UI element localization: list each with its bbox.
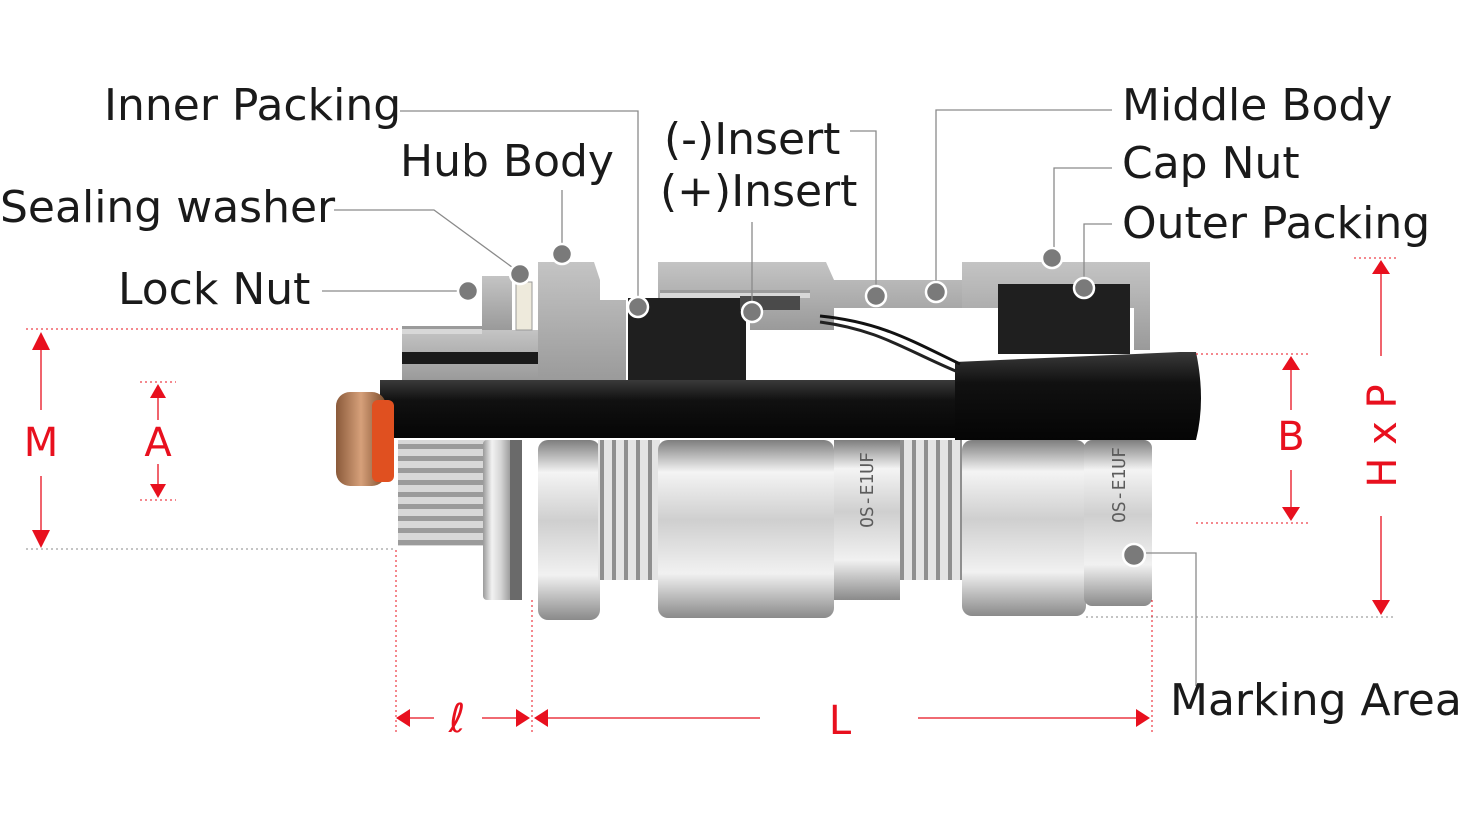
dim-l-large-label: L — [829, 698, 852, 744]
label-hub-body: Hub Body — [400, 136, 614, 187]
dim-hxp-label: H x P — [1360, 384, 1406, 487]
dim-a-label: A — [144, 420, 172, 466]
callout-dot-inner-packing — [626, 295, 650, 319]
dim-m-label: M — [24, 420, 59, 466]
callout-dot-minus-insert — [864, 284, 888, 308]
cap-nut — [962, 440, 1086, 616]
leader-inner-packing — [400, 110, 639, 300]
dim-l-small-arrow-right — [516, 709, 530, 727]
dim-b-arrow-bottom — [1282, 507, 1300, 521]
spigot-thread-top — [402, 326, 482, 334]
leader-cap-nut — [1053, 167, 1112, 256]
callout-dots — [456, 242, 1147, 568]
leader-outer-packing — [1083, 223, 1112, 286]
callout-dot-hub-body — [550, 242, 574, 266]
hub-thread — [598, 440, 660, 580]
callout-dot-cap-nut — [1040, 246, 1064, 270]
middle-thread — [660, 290, 810, 298]
leader-marking-area — [1136, 552, 1197, 686]
callout-dot-plus-insert — [740, 300, 764, 324]
label-plus-insert: (+)Insert — [660, 166, 857, 217]
middle-body-section — [658, 262, 1000, 330]
conductor-insulation — [372, 400, 394, 482]
dim-l-small-label: ℓ — [448, 696, 466, 742]
gland-section — [336, 262, 1201, 486]
lock-nut — [483, 440, 513, 600]
cable-jacket — [955, 352, 1201, 440]
dim-l-small-arrow-left — [396, 709, 410, 727]
callout-dot-marking-area — [1121, 542, 1147, 568]
hub-body — [538, 440, 600, 620]
entry-thread — [398, 440, 486, 546]
dimension-guides — [26, 257, 1396, 732]
inner-cable — [380, 380, 960, 438]
label-minus-insert: (-)Insert — [664, 114, 840, 165]
hub-body-section — [538, 262, 626, 382]
marking-cap-text: OS-E1UF — [1109, 447, 1130, 523]
label-lock-nut: Lock Nut — [118, 264, 310, 315]
dimension-arrows — [32, 260, 1390, 727]
callout-dot-outer-packing — [1072, 276, 1096, 300]
gland-exterior: OS-E1UF OS-E1UF — [398, 440, 1152, 620]
dim-b-label: B — [1277, 414, 1304, 460]
dimension-labels: M A B H x P ℓ L — [24, 384, 1406, 744]
label-outer-packing: Outer Packing — [1122, 198, 1430, 249]
armour-wire — [819, 314, 961, 366]
label-marking-area: Marking Area — [1170, 675, 1459, 726]
label-cap-nut: Cap Nut — [1122, 138, 1300, 189]
leader-lines — [322, 109, 1197, 686]
outer-packing — [998, 284, 1130, 354]
armour-wire — [819, 320, 959, 374]
label-inner-packing: Inner Packing — [104, 80, 401, 131]
middle-body-neck — [834, 440, 900, 600]
dim-m-arrow-top — [32, 332, 50, 350]
callout-dot-lock-nut — [456, 279, 480, 303]
dim-l-large-arrow-left — [534, 709, 548, 727]
dim-b-arrow-top — [1282, 356, 1300, 370]
callout-dot-middle-body — [924, 280, 948, 304]
middle-body — [658, 440, 834, 618]
leader-sealing-washer — [334, 209, 517, 271]
marking-middle-text: OS-E1UF — [857, 452, 878, 528]
label-middle-body: Middle Body — [1122, 80, 1392, 131]
leader-minus-insert — [850, 130, 877, 294]
sealing-washer — [510, 440, 522, 600]
lock-nut-section — [482, 276, 512, 330]
callout-dot-sealing-washer — [508, 262, 532, 286]
dim-a-arrow-bottom — [150, 484, 166, 498]
leader-middle-body — [935, 109, 1112, 290]
dim-hxp-arrow-top — [1372, 260, 1390, 274]
dim-l-large-arrow-right — [1136, 709, 1150, 727]
dim-a-arrow-top — [150, 384, 166, 398]
component-labels: Inner Packing Hub Body Sealing washer Lo… — [0, 80, 1459, 726]
dim-hxp-arrow-bottom — [1372, 600, 1390, 615]
dim-m-arrow-bottom — [32, 530, 50, 548]
sealing-washer-section — [515, 281, 533, 331]
label-sealing-washer: Sealing washer — [0, 182, 336, 233]
cap-thread — [900, 440, 962, 580]
